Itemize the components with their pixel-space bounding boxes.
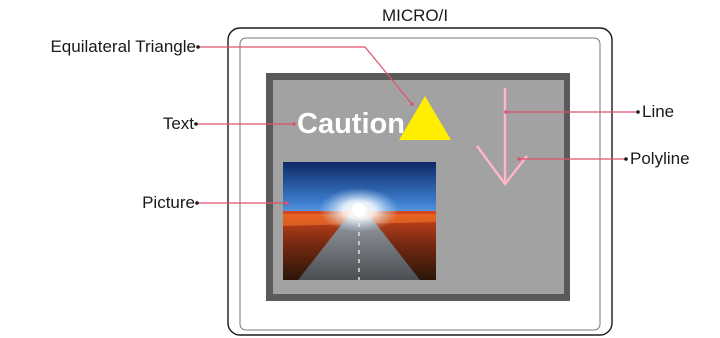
callout-line: Line [642,102,675,121]
caution-text: Caution [297,108,405,140]
equilateral-triangle-shape [399,96,451,140]
leader-polyline [517,157,628,161]
callout-equilateral-triangle: Equilateral Triangle [50,37,196,56]
device-title: MICRO/I [381,6,449,25]
leader-text [194,122,296,126]
leader-line [504,110,640,114]
callout-polyline: Polyline [630,149,690,168]
callout-text: Text [162,114,194,133]
picture-photo [283,162,436,280]
leader-picture [195,201,289,205]
leader-equilateral-triangle [196,45,414,106]
callout-picture: Picture [142,193,195,212]
polyline-shape [476,145,528,186]
